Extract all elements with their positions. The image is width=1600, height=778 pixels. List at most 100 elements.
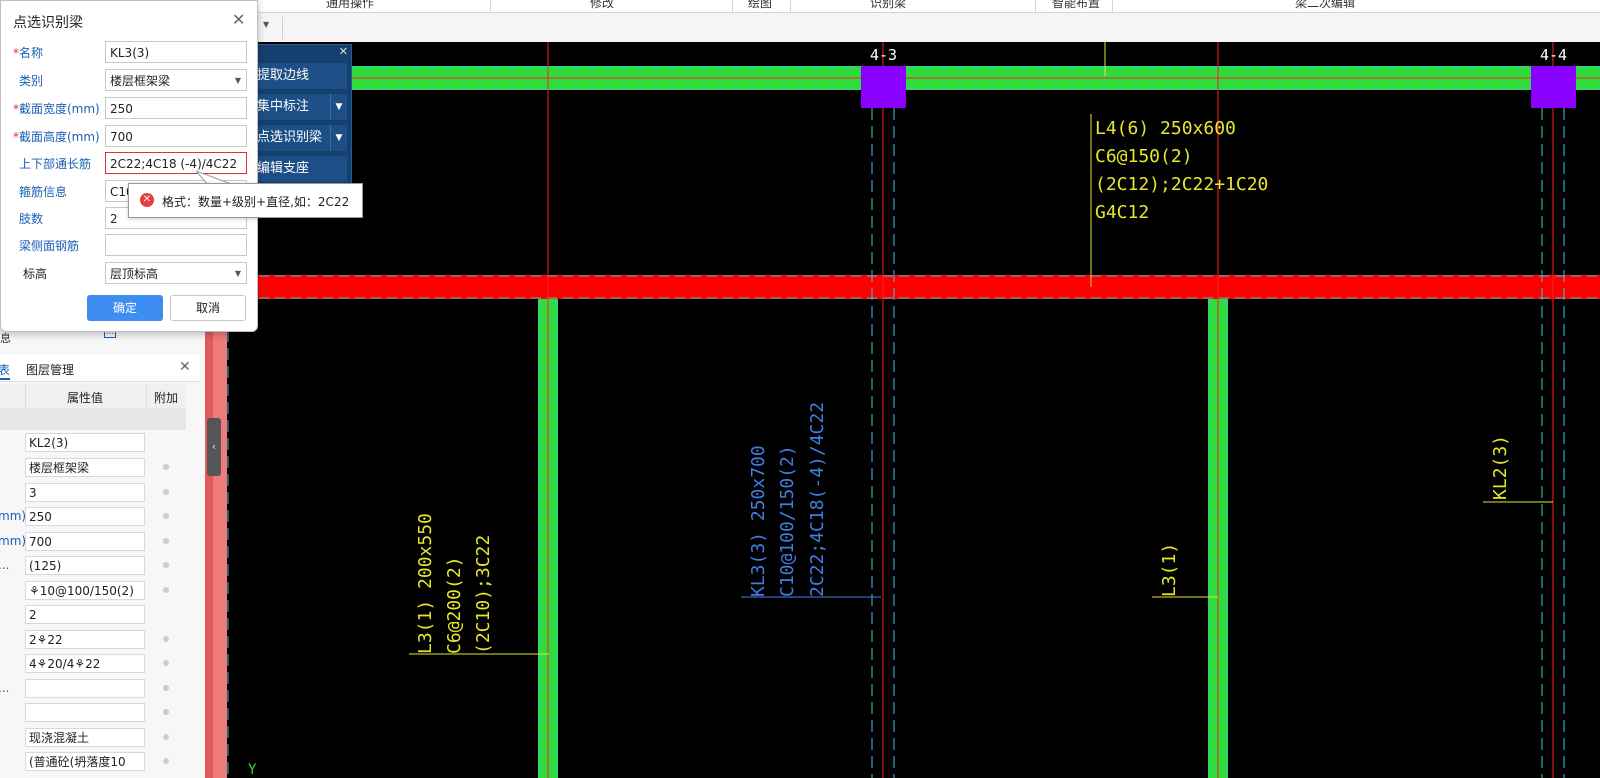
dropdown-arrow-icon: ▼	[234, 76, 241, 85]
table-row: 现浇混凝土	[0, 726, 186, 751]
ribbon-group-general[interactable]: 通用操作	[326, 0, 375, 10]
tab-property-list[interactable]: 表	[0, 361, 11, 380]
extra-checkbox[interactable]	[163, 636, 169, 642]
elevation-select[interactable]: 层顶标高▼	[105, 262, 247, 284]
property-value-input[interactable]: (125)	[25, 556, 145, 575]
annotation-l4-line2: C6@150(2)	[1095, 146, 1193, 167]
centralized-annotation-button[interactable]: 集中标注 ▼	[253, 94, 347, 120]
edit-support-button[interactable]: 编辑支座	[253, 156, 347, 182]
identify-beam-dialog: 点选识别梁 ✕ *名称 KL3(3) 类别 楼层框架梁▼ *截面宽度(mm) 2…	[0, 0, 258, 332]
field-label: 标高	[23, 267, 48, 281]
tool-label: 集中标注	[257, 99, 310, 114]
annotation-kl2: KL2(3)	[1490, 435, 1511, 500]
extra-checkbox[interactable]	[163, 587, 169, 593]
property-table-body: KL2(3) 楼层框架梁 3 mm)250 mm)700 ...(125) ⚘1…	[0, 431, 186, 778]
validation-tooltip: ✕ 格式：数量+级别+直径,如：2C22	[128, 183, 363, 218]
property-value-input[interactable]: 4⚘20/4⚘22	[25, 654, 145, 673]
annotation-l4-line3: (2C12);2C22+1C20	[1095, 174, 1268, 195]
ribbon-group-beam-edit[interactable]: 梁二次编辑	[1295, 0, 1356, 10]
field-label: 上下部通长筋	[19, 157, 92, 171]
property-label: ...	[0, 681, 10, 695]
property-value-input[interactable]: 3	[25, 483, 145, 502]
property-value-input[interactable]: 楼层框架梁	[25, 458, 145, 477]
column-purple[interactable]	[861, 66, 906, 108]
table-row: ... (125)	[0, 554, 186, 579]
property-value-input[interactable]: 2	[25, 605, 145, 624]
table-row: KL2(3)	[0, 431, 186, 456]
table-row: (普通砼(坍落度10	[0, 750, 186, 775]
extra-checkbox[interactable]	[163, 464, 169, 470]
column-header-extra: 附加	[154, 391, 179, 405]
required-mark: *	[13, 130, 19, 144]
property-value-input[interactable]: 2⚘22	[25, 630, 145, 649]
property-group-row	[0, 408, 186, 430]
ribbon-divider	[790, 0, 791, 12]
field-elevation: 标高 层顶标高▼	[1, 262, 257, 286]
extra-checkbox[interactable]	[163, 758, 169, 764]
beam-red-kl[interactable]	[227, 275, 1600, 299]
truncated-label: 息	[0, 332, 11, 345]
extra-checkbox[interactable]	[163, 513, 169, 519]
name-input[interactable]: KL3(3)	[105, 41, 247, 63]
property-value-input[interactable]	[25, 679, 145, 698]
cancel-button[interactable]: 取消	[170, 295, 246, 321]
section-width-input[interactable]: 250	[105, 97, 247, 119]
field-label: 箍筋信息	[19, 185, 68, 199]
close-icon[interactable]: ✕	[179, 359, 191, 375]
table-row: 2	[0, 603, 186, 628]
extra-checkbox[interactable]	[163, 734, 169, 740]
ribbon-group-draw[interactable]: 绘图	[748, 0, 773, 10]
dropdown-arrow-icon[interactable]: ▼	[330, 125, 347, 151]
extra-checkbox[interactable]	[163, 660, 169, 666]
ribbon-group-smart-layout[interactable]: 智能布置	[1052, 0, 1101, 10]
annotation-kl3-line2: C10@100/150(2)	[777, 445, 798, 597]
tab-layer-management[interactable]: 图层管理	[26, 363, 75, 377]
ribbon-group-modify[interactable]: 修改	[590, 0, 615, 10]
extra-checkbox[interactable]	[163, 538, 169, 544]
extract-edge-button[interactable]: 提取边线	[253, 63, 347, 89]
tooltip-message: 格式：数量+级别+直径,如：2C22	[162, 195, 350, 209]
property-label: mm)	[0, 534, 27, 548]
side-rebar-input[interactable]	[105, 234, 247, 256]
collapse-panel-button[interactable]: ‹	[207, 418, 221, 476]
continuous-rebar-input[interactable]: 2C22;4C18 (-4)/4C22	[105, 152, 247, 174]
property-value-input[interactable]: 250	[25, 507, 145, 526]
pick-identify-beam-button[interactable]: 点选识别梁 ▼	[253, 125, 347, 151]
annotation-kl3-line3: 2C22;4C18(-4)/4C22	[807, 402, 828, 597]
section-height-input[interactable]: 700	[105, 125, 247, 147]
property-value-input[interactable]: 现浇混凝土	[25, 728, 145, 747]
table-row: 4⚘20/4⚘22	[0, 652, 186, 677]
category-select[interactable]: 楼层框架梁▼	[105, 69, 247, 91]
property-value-input[interactable]: 700	[25, 532, 145, 551]
field-category: 类别 楼层框架梁▼	[1, 69, 257, 93]
property-value-input[interactable]: ⚘10@100/150(2)	[25, 581, 145, 600]
error-icon: ✕	[140, 193, 154, 207]
extra-checkbox[interactable]	[163, 709, 169, 715]
close-icon[interactable]: ✕	[338, 45, 348, 58]
dropdown-arrow-icon[interactable]: ▼	[330, 94, 347, 120]
dropdown-arrow-icon[interactable]: ▼	[263, 20, 270, 29]
annotation-l4-line4: G4C12	[1095, 202, 1149, 223]
table-row: mm)700	[0, 530, 186, 555]
property-value-input[interactable]: KL2(3)	[25, 433, 145, 452]
tool-label: 点选识别梁	[257, 130, 323, 145]
cad-drawing-canvas[interactable]: 4-3 4-4 L4(6) 250x600 C6@150(2) (2C12);2…	[227, 42, 1600, 778]
property-label: mm)	[0, 509, 27, 523]
field-label: 截面高度(mm)	[19, 130, 100, 144]
property-value-input[interactable]	[25, 703, 145, 722]
field-section-height: *截面高度(mm) 700	[1, 125, 257, 149]
ok-button[interactable]: 确定	[87, 295, 163, 321]
extra-checkbox[interactable]	[163, 489, 169, 495]
property-value-input[interactable]: (普通砼(坍落度10	[25, 752, 145, 771]
ribbon-divider	[732, 0, 733, 12]
ribbon-group-identify-beam[interactable]: 识别梁	[870, 0, 907, 10]
column-purple[interactable]	[1531, 66, 1576, 108]
ribbon-divider	[1035, 0, 1036, 12]
ribbon-divider	[1112, 0, 1113, 12]
close-icon[interactable]: ✕	[232, 10, 246, 29]
select-value: 层顶标高	[110, 267, 159, 281]
property-label: ...	[0, 558, 10, 572]
tool-label: 提取边线	[257, 68, 310, 83]
extra-checkbox[interactable]	[163, 685, 169, 691]
extra-checkbox[interactable]	[163, 562, 169, 568]
